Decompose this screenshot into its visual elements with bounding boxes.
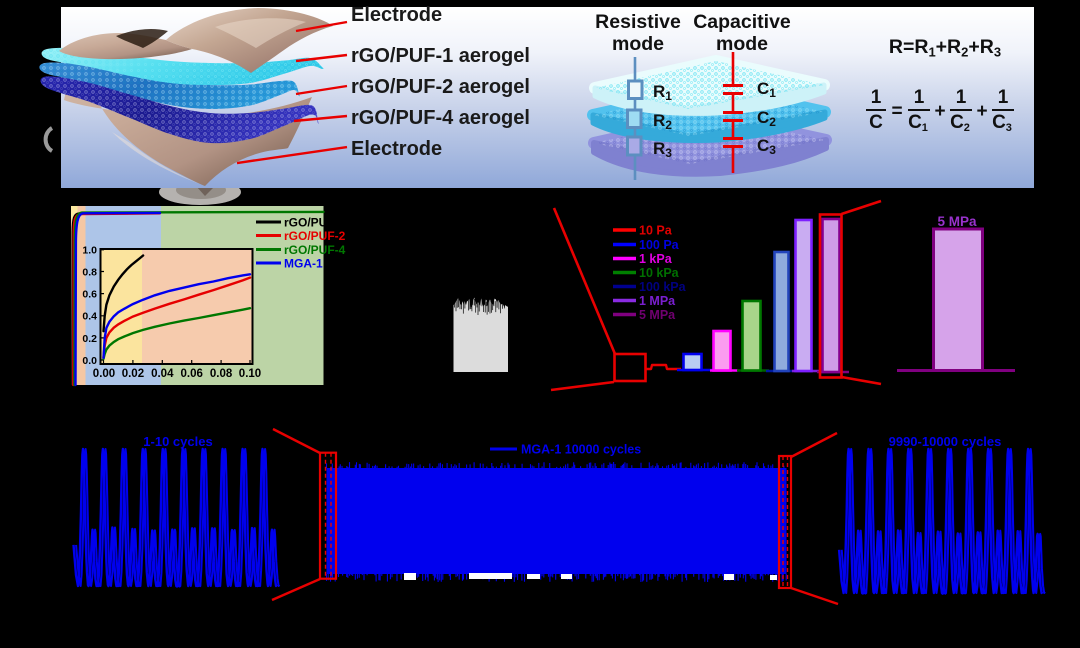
svg-text:100 Pa: 100 Pa xyxy=(639,238,680,252)
svg-text:rGO/PUF-1 aerogel: rGO/PUF-1 aerogel xyxy=(351,45,530,67)
svg-text:Capacitive: Capacitive xyxy=(693,11,791,33)
svg-text:mode: mode xyxy=(716,33,768,55)
svg-text:rGO/PUF-2 aerogel: rGO/PUF-2 aerogel xyxy=(351,76,530,98)
svg-text:0.0: 0.0 xyxy=(82,355,97,367)
svg-text:10 Pa: 10 Pa xyxy=(639,224,673,238)
svg-text:+: + xyxy=(934,101,945,122)
svg-text:10 kPa: 10 kPa xyxy=(639,266,680,280)
svg-text:Electrode: Electrode xyxy=(351,4,442,26)
svg-text:MGA-1 10000 cycles: MGA-1 10000 cycles xyxy=(521,443,641,457)
svg-text:R=R1+R2+R3: R=R1+R2+R3 xyxy=(889,36,1001,60)
svg-text:0.02: 0.02 xyxy=(122,368,144,380)
svg-text:1 MPa: 1 MPa xyxy=(639,294,676,308)
svg-text:0.00: 0.00 xyxy=(93,368,115,380)
svg-text:9990-10000 cycles: 9990-10000 cycles xyxy=(889,434,1002,449)
svg-text:1-10 cycles: 1-10 cycles xyxy=(143,434,212,449)
svg-text:0.4: 0.4 xyxy=(82,311,97,323)
svg-text:=: = xyxy=(891,101,902,122)
svg-text:0.2: 0.2 xyxy=(82,333,97,345)
svg-text:1: 1 xyxy=(914,87,925,108)
svg-text:rGO/PUF-4: rGO/PUF-4 xyxy=(284,243,346,257)
svg-text:0.10: 0.10 xyxy=(239,368,261,380)
svg-text:mode: mode xyxy=(612,33,664,55)
svg-text:0.06: 0.06 xyxy=(181,368,203,380)
svg-text:rGO/PUF-4 aerogel: rGO/PUF-4 aerogel xyxy=(351,107,530,129)
svg-text:Electrode: Electrode xyxy=(351,138,442,160)
svg-text:Resistive: Resistive xyxy=(595,11,681,33)
svg-text:MGA-1: MGA-1 xyxy=(284,257,323,271)
svg-text:1: 1 xyxy=(871,87,882,108)
svg-text:0.08: 0.08 xyxy=(210,368,233,380)
svg-text:+: + xyxy=(976,101,987,122)
svg-text:1 kPa: 1 kPa xyxy=(639,252,673,266)
svg-text:rGO/PUF-1: rGO/PUF-1 xyxy=(284,216,346,230)
svg-text:rGO/PUF-2: rGO/PUF-2 xyxy=(284,229,346,243)
svg-text:1: 1 xyxy=(998,87,1009,108)
svg-text:1: 1 xyxy=(956,87,967,108)
svg-text:C: C xyxy=(869,112,883,133)
svg-text:0.8: 0.8 xyxy=(82,267,97,279)
svg-text:100 kPa: 100 kPa xyxy=(639,280,687,294)
svg-text:1.0: 1.0 xyxy=(82,244,97,256)
svg-text:0.04: 0.04 xyxy=(151,368,174,380)
svg-text:5 MPa: 5 MPa xyxy=(937,214,977,229)
svg-text:0.6: 0.6 xyxy=(82,289,97,301)
svg-text:5 MPa: 5 MPa xyxy=(639,308,676,322)
